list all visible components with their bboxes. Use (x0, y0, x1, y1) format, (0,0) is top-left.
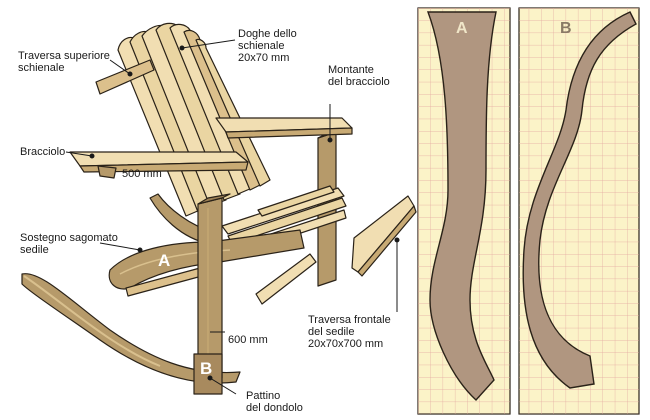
front-seat-rail-piece (351, 195, 415, 273)
label-line: Traversa superiore (18, 50, 110, 62)
label-front-seat-rail: Traversa frontale del sedile 20x70x700 m… (308, 314, 391, 350)
badge-pattern-b: B (560, 20, 572, 37)
label-line: 20x70x700 mm (308, 338, 384, 350)
pattern-a-panel (417, 7, 511, 415)
badge-pattern-a: A (456, 20, 468, 37)
label-line: del dondolo (246, 402, 303, 414)
label-top-back-rail: Traversa superiore schienale (18, 50, 110, 74)
label-line: Bracciolo (20, 146, 66, 158)
label-armrest: Bracciolo (20, 146, 65, 158)
label-back-slats: Doghe dello schienale 20x70 mm (238, 28, 297, 64)
pattern-b-shape (522, 11, 637, 389)
label-line: Pattino (246, 390, 281, 402)
label-dim-600: 600 mm (228, 334, 268, 346)
rocker-block-b (193, 353, 223, 395)
label-rocker: Pattino del dondolo (246, 390, 303, 414)
chair-illustration (21, 22, 417, 395)
label-armrest-post: Montante del bracciolo (328, 64, 390, 88)
label-line: schienale (238, 40, 285, 52)
top-back-rail (95, 59, 155, 95)
label-line: Sostegno sagomato (20, 232, 118, 244)
label-line: 500 mm (122, 168, 162, 180)
pattern-a-shape (426, 11, 497, 401)
label-seat-support: Sostegno sagomato sedile (20, 232, 118, 256)
lower-rail-right (255, 253, 317, 305)
rocker-runner (21, 273, 241, 384)
label-line: del bracciolo (328, 76, 390, 88)
label-line: 20x70 mm (238, 52, 290, 64)
label-line: 600 mm (228, 334, 268, 346)
badge-chair-a: A (158, 251, 171, 270)
badge-chair-b: B (200, 359, 213, 378)
label-line: Montante (328, 64, 374, 76)
label-dim-500: 500 mm (122, 168, 162, 180)
label-line: schienale (18, 62, 65, 74)
label-line: del sedile (308, 326, 355, 338)
label-line: Doghe dello (238, 28, 297, 40)
leader-lines (65, 39, 400, 395)
label-line: sedile (20, 244, 49, 256)
pattern-b-panel (518, 7, 640, 415)
label-line: Traversa frontale (308, 314, 391, 326)
